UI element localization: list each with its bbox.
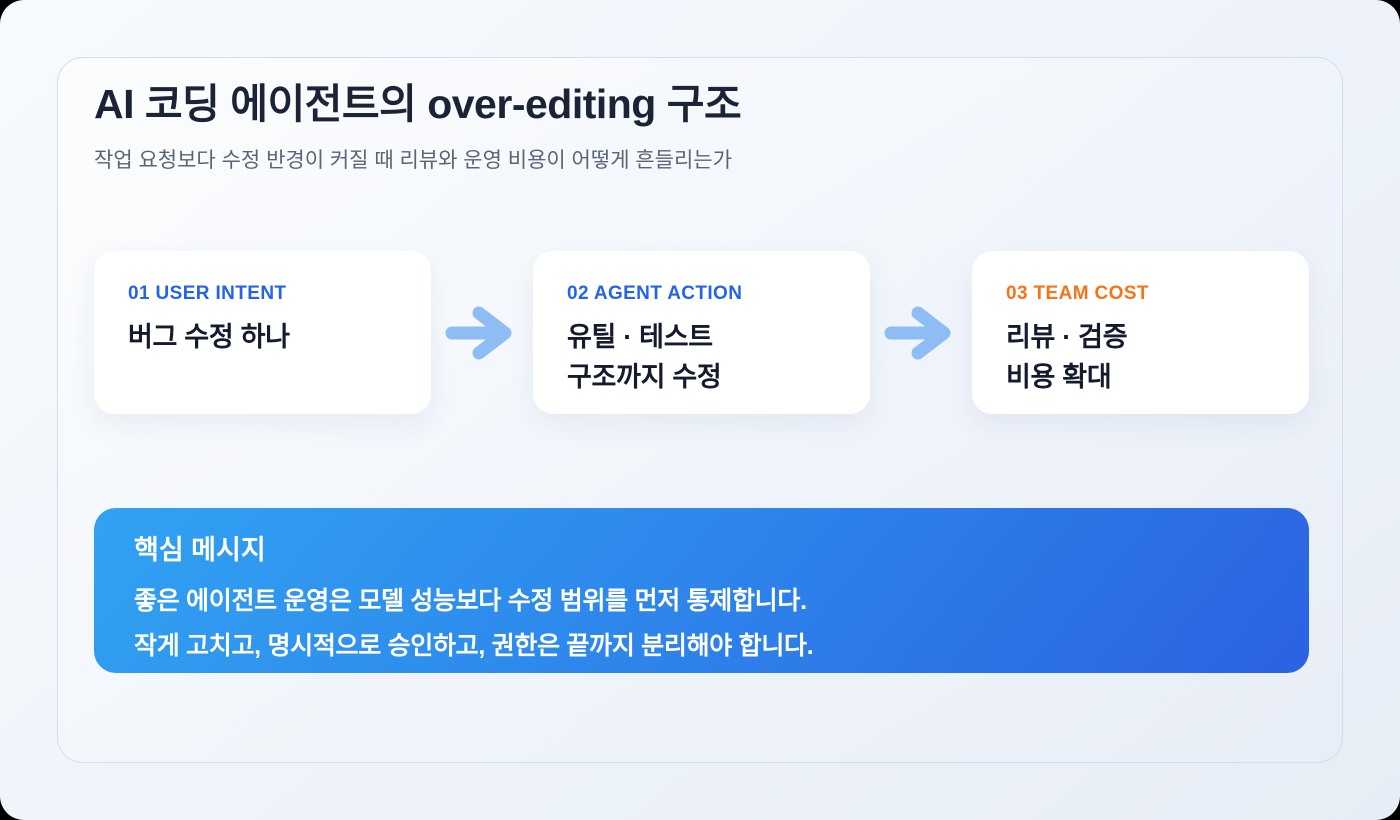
callout-line: 작게 고치고, 명시적으로 승인하고, 권한은 끝까지 분리해야 합니다. — [134, 632, 814, 660]
page-subtitle: 작업 요청보다 수정 반경이 커질 때 리뷰와 운영 비용이 어떻게 흔들리는가 — [94, 149, 732, 172]
step-text-line: 리뷰 · 검증 — [1006, 322, 1128, 352]
callout-body: 좋은 에이전트 운영은 모델 성능보다 수정 범위를 먼저 통제합니다. 작게 … — [134, 579, 1269, 669]
step-card-user-intent: 01 USER INTENT 버그 수정 하나 — [94, 251, 431, 414]
main-panel: AI 코딩 에이전트의 over-editing 구조 작업 요청보다 수정 반… — [57, 57, 1343, 763]
step-text: 리뷰 · 검증 비용 확대 — [1006, 317, 1275, 397]
step-label: 02 AGENT ACTION — [567, 283, 743, 304]
step-text-line: 유틸 · 테스트 — [567, 322, 713, 352]
page-title: AI 코딩 에이전트의 over-editing 구조 — [94, 81, 742, 127]
step-card-team-cost: 03 TEAM COST 리뷰 · 검증 비용 확대 — [972, 251, 1309, 414]
key-message-callout: 핵심 메시지 좋은 에이전트 운영은 모델 성능보다 수정 범위를 먼저 통제합… — [94, 508, 1309, 673]
step-text-line: 버그 수정 하나 — [128, 322, 290, 352]
step-label: 01 USER INTENT — [128, 283, 287, 304]
right-arrow-icon — [445, 306, 512, 359]
step-card-agent-action: 02 AGENT ACTION 유틸 · 테스트 구조까지 수정 — [533, 251, 870, 414]
step-text-line: 구조까지 수정 — [567, 362, 722, 392]
flow-diagram: 01 USER INTENT 버그 수정 하나 02 AGENT ACTION … — [94, 251, 1309, 414]
right-arrow-icon — [884, 306, 951, 359]
callout-heading: 핵심 메시지 — [134, 535, 266, 565]
step-label: 03 TEAM COST — [1006, 283, 1149, 304]
step-text-line: 비용 확대 — [1006, 362, 1112, 392]
step-text: 유틸 · 테스트 구조까지 수정 — [567, 317, 836, 397]
callout-line: 좋은 에이전트 운영은 모델 성능보다 수정 범위를 먼저 통제합니다. — [134, 587, 807, 615]
